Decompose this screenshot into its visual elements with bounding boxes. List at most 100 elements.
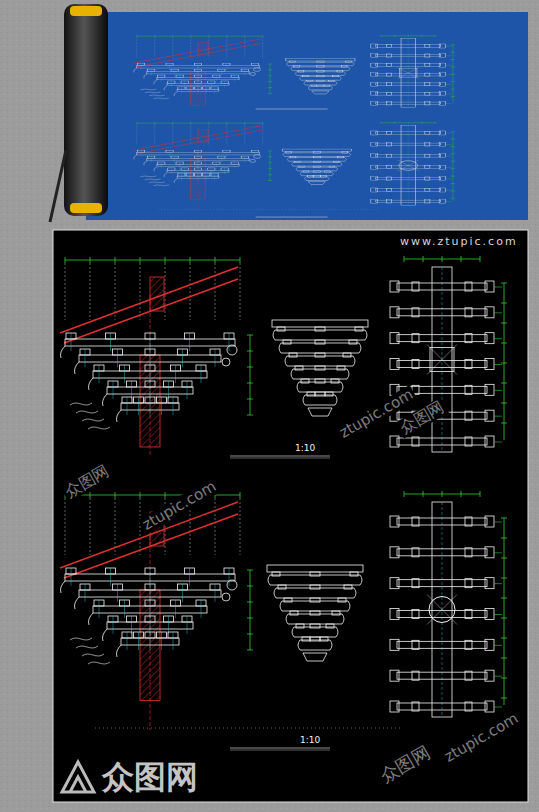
stroke [222, 593, 230, 601]
stroke [421, 122, 422, 124]
stroke [150, 600, 151, 618]
stroke [397, 611, 487, 618]
stroke [290, 156, 296, 157]
stroke [127, 632, 128, 650]
roll-cap [70, 203, 102, 213]
stroke [446, 65, 452, 66]
stroke [451, 153, 455, 154]
stroke [485, 384, 494, 395]
stroke [247, 351, 253, 352]
stroke [387, 54, 392, 57]
stroke [439, 54, 445, 58]
stroke [317, 80, 324, 81]
stroke [317, 71, 324, 72]
stroke [182, 584, 183, 602]
stroke [452, 132, 453, 201]
stroke [320, 176, 326, 177]
stroke [153, 97, 169, 99]
stroke [224, 168, 225, 175]
stroke [131, 381, 132, 399]
stroke [315, 340, 325, 344]
stroke [397, 518, 487, 525]
stroke [494, 442, 502, 443]
stroke [446, 133, 452, 134]
stroke [376, 54, 441, 57]
stroke [446, 93, 452, 94]
stroke [465, 334, 472, 343]
stroke [138, 397, 139, 415]
stroke [134, 68, 137, 72]
stroke [461, 491, 462, 497]
poster-drawing-copy [133, 35, 455, 218]
stroke [140, 263, 141, 320]
stroke [485, 609, 494, 620]
stroke [302, 75, 308, 76]
stroke [439, 101, 445, 105]
stroke [397, 335, 487, 342]
stroke [439, 73, 445, 77]
stroke [371, 54, 377, 58]
stroke [136, 35, 137, 37]
stroke [198, 42, 208, 55]
stroke [425, 166, 430, 169]
stroke [376, 132, 441, 135]
stroke [465, 308, 472, 317]
stroke [337, 366, 345, 370]
stroke [110, 333, 111, 351]
stroke [387, 131, 392, 134]
stroke [504, 518, 505, 705]
stroke [465, 610, 472, 619]
stroke [387, 92, 392, 95]
stroke [250, 335, 251, 415]
stroke [446, 46, 452, 47]
stroke [158, 209, 378, 210]
stroke [150, 277, 164, 311]
stroke [376, 83, 441, 86]
stroke [198, 174, 199, 181]
stroke [425, 131, 430, 134]
stroke [412, 640, 419, 649]
stroke [60, 267, 238, 333]
stroke [286, 614, 344, 624]
stroke [262, 37, 263, 58]
stroke [300, 172, 333, 176]
stroke [427, 595, 457, 625]
stroke [267, 565, 363, 572]
stroke [113, 381, 114, 399]
stroke [501, 383, 507, 384]
stroke [380, 35, 381, 37]
stroke [390, 359, 399, 370]
stroke [298, 71, 304, 72]
stroke [397, 641, 487, 648]
stroke [208, 124, 209, 145]
stroke [215, 257, 216, 263]
stroke [268, 162, 272, 163]
stroke [439, 177, 445, 181]
stroke [272, 320, 368, 327]
stroke [317, 66, 324, 67]
stroke [387, 166, 392, 169]
stroke [227, 580, 237, 590]
stroke [501, 638, 507, 639]
stroke [268, 69, 272, 70]
stroke [308, 86, 332, 90]
stroke [412, 610, 419, 619]
stroke [387, 200, 392, 203]
stroke [256, 216, 328, 217]
stroke [198, 87, 199, 94]
stroke [325, 392, 333, 396]
stroke [425, 143, 430, 146]
stroke [70, 403, 92, 405]
stroke [253, 68, 260, 72]
stroke [136, 130, 261, 154]
stroke [371, 101, 377, 105]
stroke [451, 44, 455, 45]
stroke [154, 35, 155, 37]
stroke [439, 44, 445, 48]
stroke [465, 640, 472, 649]
stroke [465, 411, 472, 420]
stroke [504, 283, 505, 440]
stroke [376, 200, 441, 203]
stroke [303, 395, 337, 405]
stroke [154, 167, 157, 171]
